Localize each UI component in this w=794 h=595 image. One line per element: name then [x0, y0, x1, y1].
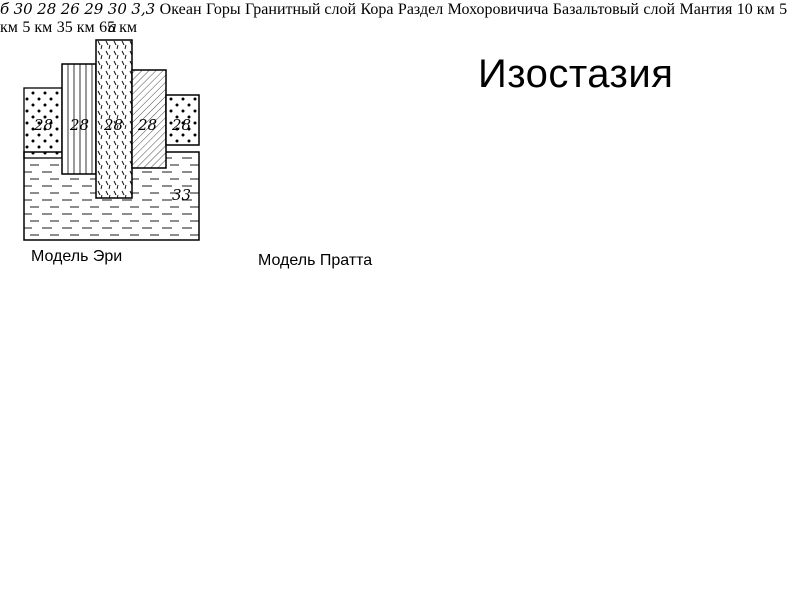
pratt-mantle-density: 3,3: [131, 0, 156, 18]
pratt-caption: Модель Пратта: [258, 252, 373, 269]
label-basalt-line1: Базальтовый: [552, 1, 639, 18]
airy-block-2: [61, 63, 97, 175]
airy-density-5: 28: [171, 116, 191, 134]
granite-basalt-boundary: Океан Горы Гранитный слой Кора Раздел Мо…: [0, 1, 787, 36]
airy-caption: Модель Эри: [31, 248, 123, 265]
airy-density-labels: 28 28 28 28 28: [33, 116, 191, 134]
pratt-block-3: б 30 28 26 29 30 3,3: [0, 0, 160, 18]
surface-line: Океан Горы Гранитный слой Кора Раздел Мо…: [0, 1, 787, 36]
airy-block-5: [165, 94, 200, 146]
dim-65km: 65 км: [99, 19, 137, 36]
label-moho-line2: Мохоровичича: [447, 1, 549, 18]
airy-density-2: 28: [69, 116, 89, 134]
airy-letter: а: [108, 18, 117, 36]
slide-title: Изостазия: [478, 52, 674, 96]
dim-10km: 10 км: [736, 1, 775, 18]
label-granite-layer: Гранитный слой: [245, 1, 357, 18]
pratt-density-2: 28: [37, 0, 57, 18]
label-crust: Кора: [360, 1, 394, 18]
dimension-left: 10 км 5 км: [0, 1, 787, 36]
airy-model: а 28 28 28 28 28 33: [23, 18, 200, 241]
airy-density-3: 28: [103, 116, 123, 134]
airy-mantle-density: 33: [172, 186, 191, 204]
label-basalt-line2: слой: [643, 1, 676, 18]
moho-boundary: Океан Горы Гранитный слой Кора Раздел Мо…: [0, 1, 787, 36]
pratt-density-5: 30: [107, 0, 127, 18]
dim-5km-left: 5 км: [0, 1, 788, 36]
airy-block-1: [23, 87, 63, 159]
pratt-block-4: б 30 28 26 29 30 3,3: [0, 0, 160, 18]
pratt-block-1: б 30 28 26 29 30 3,3: [0, 0, 160, 18]
airy-density-4: 28: [137, 116, 157, 134]
pratt-letter: б: [0, 0, 10, 18]
airy-block-3: [95, 39, 133, 199]
ocean-water: Океан Горы Гранитный слой Кора Раздел Мо…: [0, 1, 787, 36]
dimension-right: 5 км 35 км 65 км: [22, 19, 137, 36]
label-ocean: Океан: [159, 1, 202, 18]
pratt-block-2: б 30 28 26 29 30 3,3: [0, 0, 160, 18]
dim-5km-right: 5 км: [22, 19, 53, 36]
label-moho-line1: Раздел: [397, 1, 444, 18]
pratt-density-4: 29: [84, 0, 104, 18]
pratt-density-labels: 30 28 26 29 30: [13, 0, 132, 18]
airy-density-1: 28: [33, 116, 53, 134]
pratt-block-5: б 30 28 26 29 30 3,3: [0, 0, 160, 18]
label-mountains: Горы: [206, 1, 241, 18]
label-mantle: Мантия: [679, 1, 733, 18]
pratt-density-3: 26: [60, 0, 80, 18]
mantle-region: Океан Горы Гранитный слой Кора Раздел Мо…: [0, 1, 787, 36]
pratt-density-1: 30: [13, 0, 33, 18]
pratt-mantle: б 30 28 26 29 30 3,3: [0, 0, 160, 18]
pratt-model: б 30 28 26 29 30 3,3: [0, 0, 160, 18]
dim-35km: 35 км: [56, 19, 95, 36]
crust-section: Океан Горы Гранитный слой Кора Раздел Мо…: [0, 1, 787, 36]
